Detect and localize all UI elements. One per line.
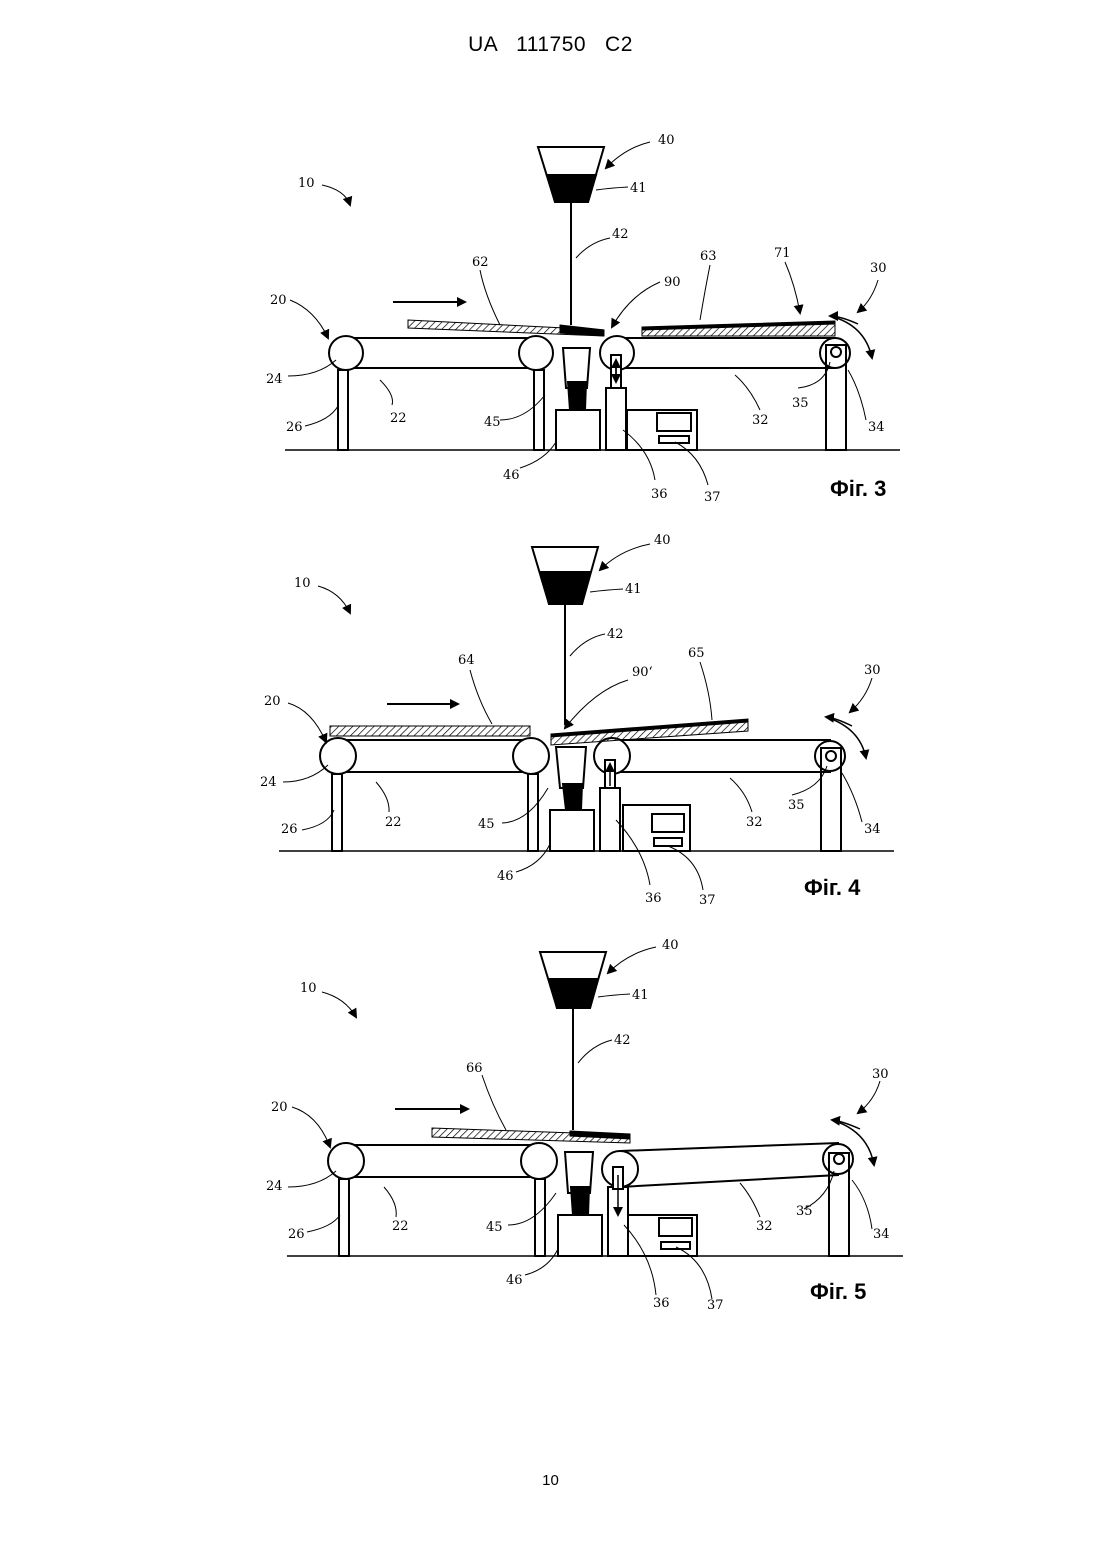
ref-label: 22	[390, 411, 407, 426]
patent-number-header: UA 111750 C2	[0, 33, 1101, 57]
ref-label: 10	[300, 981, 317, 996]
ref-label: 46	[503, 468, 520, 483]
ref-label: 41	[630, 181, 647, 196]
ref-label: 36	[653, 1296, 670, 1311]
ref-label: 32	[756, 1219, 773, 1234]
ref-label: 40	[654, 533, 671, 548]
leg-26b	[535, 1179, 545, 1256]
roller-24b	[521, 1143, 557, 1179]
conveyor-20-belt	[340, 338, 536, 368]
ref-label: 36	[645, 891, 662, 906]
roller-24	[320, 738, 356, 774]
figure-caption: Фіг. 3	[830, 476, 886, 501]
conveyor-30-belt	[617, 338, 835, 368]
figure-3: 10 20 24 26 22 40 41 42 62 90 63 71 30 3…	[0, 120, 1101, 520]
base-46	[550, 810, 594, 851]
ref-label: 30	[864, 663, 881, 678]
ref-label: 40	[658, 133, 675, 148]
figure-5-drawing: 10 20 24 26 22 40 41 42 66 30 35 34 32 4…	[0, 925, 1101, 1325]
ref-label: 62	[472, 255, 489, 270]
ref-label: 71	[774, 246, 791, 261]
ref-label: 42	[612, 227, 629, 242]
conveyor-20-belt	[343, 1145, 539, 1177]
hopper-material-41	[548, 175, 596, 202]
figure-caption: Фіг. 4	[804, 875, 861, 900]
ref-label: 35	[792, 396, 809, 411]
conveyor-30-belt	[610, 740, 830, 772]
conveyor-20-belt	[333, 740, 531, 772]
roller-24	[329, 336, 363, 370]
leg-26	[338, 370, 348, 450]
ref-label: 24	[260, 775, 277, 790]
ref-label: 26	[288, 1227, 305, 1242]
ref-label: 34	[868, 420, 885, 435]
actuator-36	[600, 788, 620, 851]
controller-37	[623, 805, 690, 851]
ref-label: 90‘	[632, 665, 653, 680]
ref-label: 35	[788, 798, 805, 813]
ref-label: 64	[458, 653, 475, 668]
ref-label: 26	[286, 420, 303, 435]
ref-label: 41	[632, 988, 649, 1003]
ref-label: 30	[872, 1067, 889, 1082]
page-number: 10	[0, 1472, 1101, 1489]
figure-3-drawing: 10 20 24 26 22 40 41 42 62 90 63 71 30 3…	[0, 120, 1101, 520]
layer-64	[330, 726, 530, 736]
figure-4-drawing: 10 20 24 26 22 40 41 42 64 90‘ 65 30 35 …	[0, 520, 1101, 920]
ref-label: 37	[704, 490, 721, 505]
ref-label: 32	[752, 413, 769, 428]
base-46	[556, 410, 600, 450]
roller-24b	[513, 738, 549, 774]
ref-label: 10	[298, 176, 315, 191]
figure-4: 10 20 24 26 22 40 41 42 64 90‘ 65 30 35 …	[0, 520, 1101, 920]
ref-label: 34	[873, 1227, 890, 1242]
ref-label: 10	[294, 576, 311, 591]
ref-label: 24	[266, 372, 283, 387]
leg-26b	[528, 774, 538, 851]
ref-label: 66	[466, 1061, 483, 1076]
ref-label: 20	[271, 1100, 288, 1115]
actuator-36	[606, 388, 626, 450]
ref-label: 42	[607, 627, 624, 642]
ref-label: 65	[688, 646, 705, 661]
leg-26	[332, 774, 342, 851]
ref-label: 42	[614, 1033, 631, 1048]
ref-label: 22	[392, 1219, 409, 1234]
ref-label: 36	[651, 487, 668, 502]
ref-label: 41	[625, 582, 642, 597]
ref-label: 34	[864, 822, 881, 837]
ref-label: 22	[385, 815, 402, 830]
ref-label: 45	[486, 1220, 503, 1235]
ref-label: 35	[796, 1204, 813, 1219]
leg-26b	[534, 370, 544, 450]
figure-caption: Фіг. 5	[810, 1279, 866, 1304]
cup-45	[556, 747, 586, 788]
ref-label: 24	[266, 1179, 283, 1194]
ref-label: 40	[662, 938, 679, 953]
ref-label: 20	[270, 293, 287, 308]
base-46	[558, 1215, 602, 1256]
figure-5: 10 20 24 26 22 40 41 42 66 30 35 34 32 4…	[0, 925, 1101, 1325]
ref-label: 46	[506, 1273, 523, 1288]
ref-label: 90	[664, 275, 681, 290]
ref-label: 63	[700, 249, 717, 264]
ref-label: 45	[478, 817, 495, 832]
ref-label: 45	[484, 415, 501, 430]
conveyor-30-belt	[620, 1143, 838, 1187]
hopper-material-41	[550, 979, 598, 1008]
ref-label: 26	[281, 822, 298, 837]
leg-26	[339, 1179, 349, 1256]
ref-label: 32	[746, 815, 763, 830]
ref-label: 46	[497, 869, 514, 884]
ref-label: 37	[707, 1298, 724, 1313]
hopper-material-41	[541, 572, 590, 604]
ref-label: 37	[699, 893, 716, 908]
roller-24b	[519, 336, 553, 370]
ref-label: 30	[870, 261, 887, 276]
ref-label: 20	[264, 694, 281, 709]
